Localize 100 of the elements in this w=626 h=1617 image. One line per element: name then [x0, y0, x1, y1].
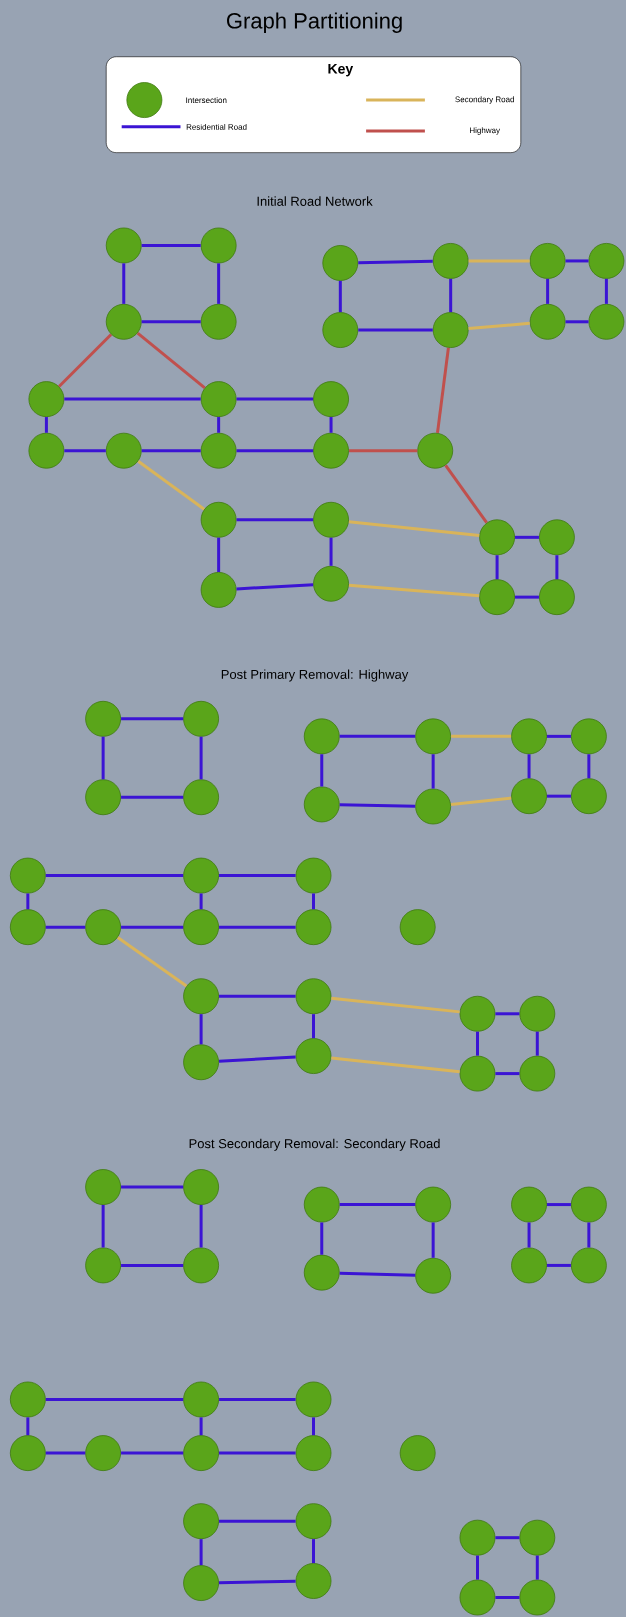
road-line	[218, 1055, 296, 1063]
intersection-circle	[519, 995, 556, 1032]
intersection-circle	[85, 909, 122, 946]
road-line	[547, 1203, 571, 1207]
intersection-circle	[511, 778, 547, 815]
road-line	[495, 555, 499, 580]
road-line	[58, 333, 113, 388]
road-line	[349, 449, 418, 453]
road-line	[64, 397, 201, 401]
road-line	[449, 278, 453, 313]
road-line	[219, 994, 296, 998]
intersection-circle	[415, 1257, 452, 1294]
intersection-circle	[85, 1247, 122, 1284]
road-line	[199, 1417, 203, 1436]
intersection-circle	[529, 243, 566, 279]
road-line	[141, 243, 201, 247]
road-line	[515, 595, 539, 599]
intersection-circle	[519, 1519, 556, 1556]
intersection-circle	[295, 857, 332, 894]
intersection-circle	[529, 303, 566, 340]
road-line	[121, 717, 184, 721]
section-heading: Post Primary Removal: Highway	[221, 669, 409, 682]
road-line	[535, 1031, 539, 1056]
road-line	[219, 1579, 296, 1585]
intersection-circle	[415, 718, 452, 755]
road-line	[358, 259, 433, 265]
intersection-circle	[183, 1503, 220, 1540]
road-line	[329, 417, 333, 433]
road-line	[495, 1596, 520, 1599]
intersection-circle	[538, 519, 575, 556]
intersection-circle	[570, 718, 607, 755]
intersection-circle	[183, 1435, 220, 1472]
road-line	[565, 259, 589, 263]
road-line	[121, 1263, 184, 1267]
intersection-circle	[399, 1435, 436, 1472]
road-line	[45, 1398, 184, 1401]
intersection-circle	[303, 1186, 340, 1223]
road-line	[495, 1012, 520, 1016]
intersection-circle	[459, 1519, 496, 1556]
road-line	[141, 449, 201, 453]
intersection-circle	[295, 1435, 332, 1472]
intersection-circle	[200, 227, 237, 264]
road-line	[348, 583, 480, 598]
road-line	[451, 734, 512, 738]
intersection-circle	[511, 1186, 547, 1223]
road-line	[136, 331, 206, 389]
intersection-circle	[303, 718, 340, 755]
road-line	[219, 874, 296, 878]
intersection-circle	[183, 909, 220, 946]
road-line	[436, 347, 450, 434]
road-line	[547, 1263, 571, 1267]
road-line	[587, 1222, 591, 1248]
intersection-circle	[313, 381, 349, 418]
road-line	[527, 1222, 531, 1248]
road-line	[199, 893, 203, 910]
road-line	[219, 925, 296, 929]
road-line	[121, 1185, 184, 1189]
road-line	[121, 925, 184, 929]
road-line	[527, 754, 531, 779]
legend-label: Secondary Road	[455, 96, 514, 104]
intersection-circle	[183, 857, 220, 894]
road-line	[338, 280, 342, 313]
intersection-circle	[183, 779, 220, 816]
intersection-circle	[415, 788, 452, 825]
intersection-circle	[183, 1044, 220, 1081]
road-line	[535, 1555, 539, 1580]
road-line	[495, 1072, 520, 1076]
intersection-circle	[570, 1247, 607, 1284]
road-line	[339, 1203, 416, 1207]
road-line	[555, 555, 559, 580]
intersection-circle	[459, 995, 496, 1032]
road-line	[45, 874, 184, 878]
intersection-circle	[303, 786, 340, 823]
road-line	[219, 1398, 296, 1401]
title: Graph Partitioning	[227, 12, 402, 33]
intersection-circle	[313, 501, 349, 538]
road-line	[587, 754, 591, 779]
legend-label: Residential Road	[186, 123, 247, 130]
intersection-circle	[588, 243, 625, 279]
road-line	[312, 1417, 315, 1436]
intersection-circle	[519, 1579, 556, 1616]
road-line	[547, 734, 571, 738]
road-line	[26, 1417, 30, 1436]
intersection-circle	[9, 909, 46, 946]
intersection-circle	[85, 700, 122, 737]
intersection-circle	[105, 303, 142, 340]
intersection-circle	[85, 1169, 122, 1205]
road-line	[547, 794, 571, 798]
intersection-circle	[183, 1381, 220, 1418]
road-line	[26, 893, 30, 910]
road-line	[329, 537, 333, 566]
road-line	[565, 320, 589, 324]
intersection-circle	[295, 1503, 332, 1540]
intersection-circle	[322, 245, 359, 281]
road-line	[450, 796, 512, 807]
intersection-circle	[432, 243, 469, 279]
road-line	[44, 417, 48, 433]
intersection-circle	[399, 909, 436, 946]
road-line	[116, 936, 188, 988]
road-line	[312, 1014, 315, 1039]
